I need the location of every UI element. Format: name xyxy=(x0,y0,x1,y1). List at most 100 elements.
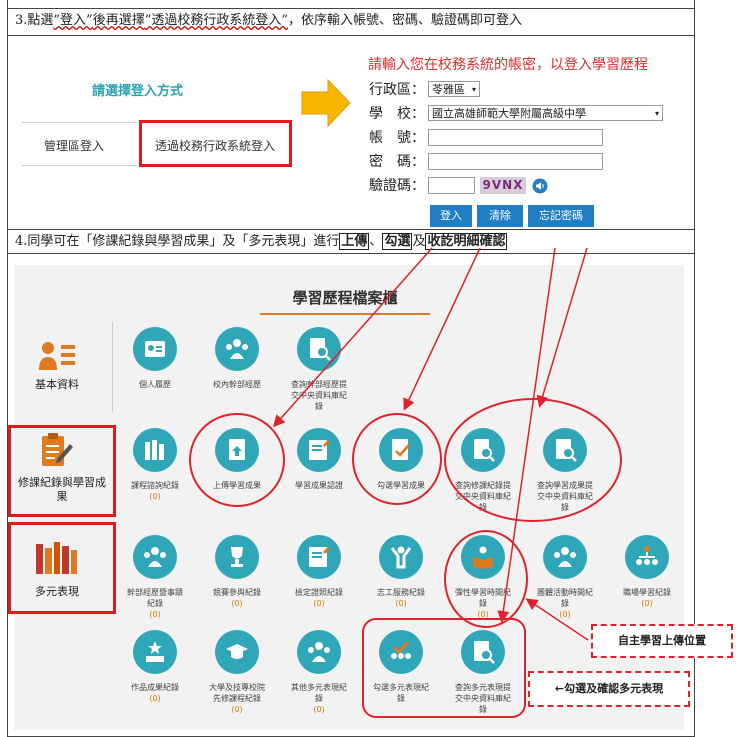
item-icon-circle xyxy=(215,327,259,371)
item-caption: 大學及技專校院先修課程紀錄(0) xyxy=(203,682,271,715)
forgot-password-button[interactable]: 忘記密碼 xyxy=(528,205,594,227)
item-count: (0) xyxy=(149,694,161,703)
org-chart-icon xyxy=(636,546,658,565)
item-count: (0) xyxy=(313,705,325,714)
group-icon xyxy=(308,642,330,662)
group-icon xyxy=(554,547,576,567)
chevron-down-icon: ▾ xyxy=(471,85,476,94)
item-icon-circle xyxy=(133,428,177,472)
item-label-line: 勾選多元表現紀 xyxy=(373,683,429,692)
school-login-option-highlight xyxy=(139,120,292,167)
category-basic-info[interactable]: 基本資料 xyxy=(35,378,79,391)
item-icon-circle xyxy=(133,535,177,579)
item-label-line: 競賽參與紀錄 xyxy=(213,588,261,597)
clipboard-pen-icon xyxy=(42,433,73,466)
user-profile-icon xyxy=(39,342,75,370)
speaker-icon[interactable] xyxy=(532,178,548,194)
item-label-line: 錄 xyxy=(561,599,569,608)
item-caption: 職場學習紀錄(0) xyxy=(613,587,681,609)
item-label-line: 交中央資料庫紀 xyxy=(455,694,511,703)
item-icon-circle xyxy=(543,535,587,579)
highlight-flexible-learning xyxy=(444,530,528,628)
captcha-image: 9VNX xyxy=(480,177,526,194)
divider-step4 xyxy=(7,253,695,254)
item-label-line: 團體活動時間紀 xyxy=(537,588,593,597)
item-label-line: (0) xyxy=(149,492,161,501)
note-upload-position: 自主學習上傳位置 xyxy=(591,624,733,658)
item-icon-circle xyxy=(133,630,177,674)
divider-step3 xyxy=(7,35,695,36)
divider-login xyxy=(7,229,695,230)
bookshelf-icon xyxy=(36,542,77,574)
item-label-line: 大學及技專校院 xyxy=(209,683,265,692)
vertical-divider xyxy=(112,322,113,412)
bookshelf-icon xyxy=(145,440,164,460)
item-caption: 檢定證照紀錄(0) xyxy=(285,587,353,609)
item-icon-circle xyxy=(297,428,341,472)
item-icon-circle xyxy=(133,327,177,371)
item-label-line: 個人履歷 xyxy=(139,380,171,389)
item-label-line: 職場學習紀錄 xyxy=(623,588,671,597)
document-search-icon xyxy=(474,641,495,664)
item-icon-circle xyxy=(461,630,505,674)
category-multi-highlight xyxy=(8,522,116,614)
item-icon-circle xyxy=(625,535,669,579)
admin-login-option[interactable]: 管理區登入 xyxy=(44,139,105,153)
school-label: 學 校： xyxy=(369,106,425,122)
login-prompt: 請輸入您在校務系統的帳密，以登入學習歷程 xyxy=(368,57,648,73)
item-caption: 個人履歷 xyxy=(121,379,189,390)
school-select[interactable]: 國立高雄師範大學附屬高級中學▾ xyxy=(428,105,663,121)
item-label-line: 幹部經歷暨事蹟 xyxy=(127,588,183,597)
check-group-icon xyxy=(391,640,411,659)
password-input[interactable] xyxy=(428,153,603,170)
menu-divider xyxy=(22,122,137,123)
item-label-line: 志工服務紀錄 xyxy=(377,588,425,597)
item-label-line: 作品成果紀錄 xyxy=(131,683,179,692)
item-label-line: 交中央資料庫紀 xyxy=(291,391,347,400)
item-caption: 學習成果認證 xyxy=(285,480,353,491)
item-caption: 團體活動時間紀錄 (0) xyxy=(531,587,599,620)
item-icon-circle xyxy=(297,327,341,371)
item-icon-circle xyxy=(297,535,341,579)
item-caption: 查詢幹部經歷提交中央資料庫紀錄 xyxy=(285,379,353,412)
login-button[interactable]: 登入 xyxy=(430,205,472,227)
item-icon-circle xyxy=(215,630,259,674)
item-caption: 志工服務紀錄(0) xyxy=(367,587,435,609)
item-caption: 查詢多元表現提交中央資料庫紀錄 xyxy=(449,682,517,715)
person-card-icon xyxy=(145,341,165,357)
item-label-line: 其他多元表現紀 xyxy=(291,683,347,692)
item-icon-circle xyxy=(215,535,259,579)
captcha-label: 驗證碼： xyxy=(369,178,425,194)
item-icon-circle xyxy=(379,630,423,674)
category-multiple-performance[interactable]: 多元表現 xyxy=(35,585,79,598)
item-label-line: 錄 xyxy=(315,694,323,703)
item-caption: 課程諮詢紀錄 (0) xyxy=(121,480,189,502)
item-label-line: 檢定證照紀錄 xyxy=(295,588,343,597)
item-label-line: 學習成果認證 xyxy=(295,481,343,490)
item-label-line: 課程諮詢紀錄 xyxy=(131,481,179,490)
star-group-icon xyxy=(146,641,164,662)
item-count: (0) xyxy=(149,610,161,619)
district-select[interactable]: 苓雅區▾ xyxy=(428,81,480,97)
item-label-line: 錄 xyxy=(397,694,405,703)
highlight-select xyxy=(352,413,442,505)
item-count: (0) xyxy=(559,610,571,619)
login-method-heading: 請選擇登入方式 xyxy=(92,84,184,99)
captcha-input[interactable] xyxy=(428,177,475,194)
item-caption: 競賽參與紀錄(0) xyxy=(203,587,271,609)
trophy-icon xyxy=(231,547,243,567)
clear-button[interactable]: 清除 xyxy=(477,205,523,227)
school-login-option[interactable]: 透過校務行政系統登入 xyxy=(155,139,276,153)
item-label-line: 先修課程紀錄 xyxy=(213,694,261,703)
account-input[interactable] xyxy=(428,129,603,146)
arrow-right-icon xyxy=(301,78,351,128)
certificate-icon xyxy=(309,546,331,567)
step3-instruction: 3.點選”登入”後再選擇”透過校務行政系統登入”，依序輸入帳號、密碼、驗證碼即可… xyxy=(15,13,523,28)
category-course-records[interactable]: 修課紀錄與學習成果 xyxy=(18,476,106,503)
category-course-highlight xyxy=(8,425,116,517)
password-label: 密 碼： xyxy=(369,154,425,170)
note-select-confirm: ←勾選及確認多元表現 xyxy=(528,671,690,707)
item-caption: 幹部經歷暨事蹟紀錄(0) xyxy=(121,587,189,620)
certificate-icon xyxy=(309,439,331,460)
